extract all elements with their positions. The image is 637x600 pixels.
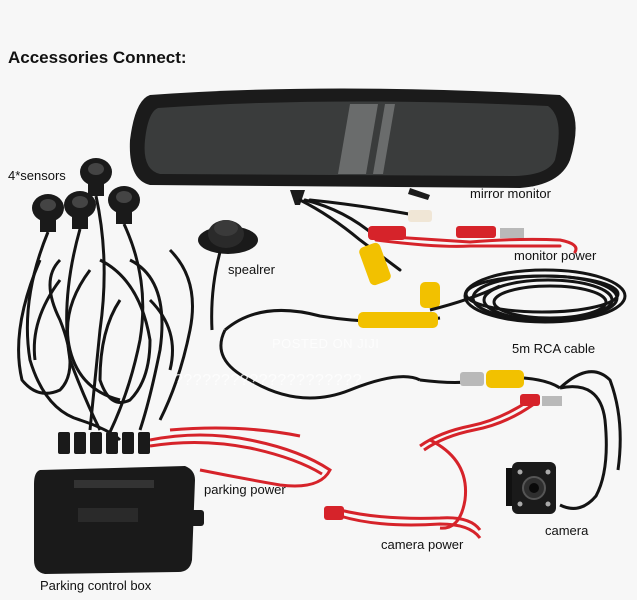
control-box-connectors: [58, 432, 150, 454]
camera-power-label: camera power: [381, 537, 464, 552]
control-box-label: Parking control box: [40, 578, 152, 593]
rear-camera: [506, 462, 556, 514]
parking-power-wires: [149, 426, 332, 488]
monitor-power-label: monitor power: [514, 248, 597, 263]
sensor-cable-bundle: [17, 195, 194, 442]
sensors-label: 4*sensors: [8, 168, 66, 183]
yellow-rca-cable: [219, 308, 561, 400]
camera-label: camera: [545, 523, 589, 538]
speaker-label: spealrer: [228, 262, 275, 277]
watermark-line-1: POSTED ON JIJI: [272, 336, 380, 351]
parking-control-box: [34, 466, 204, 574]
camera-power-connectors: [324, 394, 562, 520]
parking-sensors: [32, 158, 140, 232]
rca-plugs-mirror: [359, 210, 524, 308]
mirror-monitor-label: mirror monitor: [470, 186, 551, 201]
page-title: Accessories Connect:: [8, 48, 187, 67]
rca-cable-coil: [429, 268, 627, 324]
camera-cables: [339, 370, 622, 539]
watermark-line-2: ????????????????????: [174, 372, 362, 389]
mirror-wires: [298, 198, 578, 272]
speaker-buzzer: [198, 220, 258, 331]
mirror-monitor: [129, 88, 576, 205]
rca-cable-label: 5m RCA cable: [512, 341, 596, 356]
parking-power-label: parking power: [204, 482, 286, 497]
